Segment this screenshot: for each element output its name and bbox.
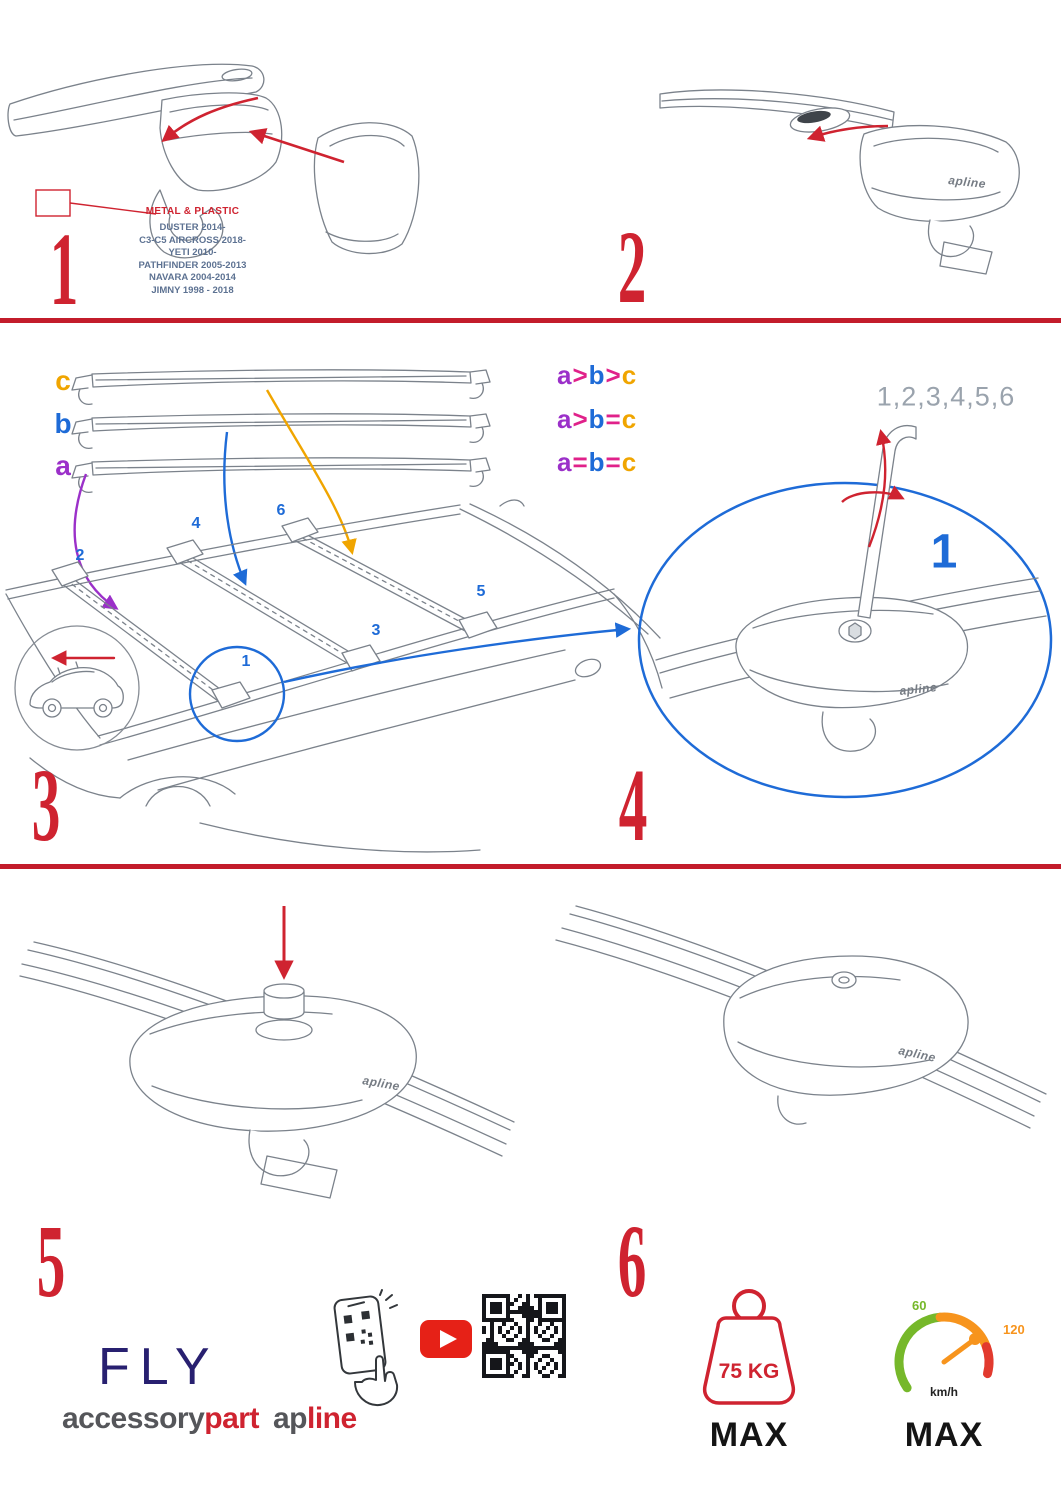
tightening-sequence: 1,2,3,4,5,6 xyxy=(876,381,1016,412)
divider-top xyxy=(0,318,1061,323)
zoom-circle xyxy=(637,481,1053,799)
speedometer-icon: 60 120 km/h xyxy=(882,1290,1025,1408)
hand-icon xyxy=(354,1355,399,1407)
step5-diagram: apline xyxy=(12,872,522,1217)
cover-piece xyxy=(313,122,420,255)
crossbar-foot-exploded-drawing xyxy=(7,63,420,259)
foot-logo-text: apline xyxy=(899,680,938,698)
car-direction-inset xyxy=(14,625,140,751)
step2-diagram: apline xyxy=(648,42,1048,282)
speed-max-value-label: 120 xyxy=(1003,1322,1025,1337)
step4-diagram: apline xyxy=(618,352,1061,857)
speed-unit-label: km/h xyxy=(930,1385,958,1399)
youtube-icon xyxy=(420,1320,472,1358)
position-4: 4 xyxy=(191,515,201,532)
scan-qr-phone-icon xyxy=(322,1289,407,1410)
step-3-number: 3 xyxy=(31,748,61,863)
side-mirror xyxy=(574,658,602,678)
legend-row-1: a>b>c xyxy=(557,360,638,390)
step-5-number: 5 xyxy=(36,1204,66,1319)
step3-diagram xyxy=(0,328,665,873)
step-4-number: 4 xyxy=(618,748,648,863)
legend-row-2: a>b=c xyxy=(557,404,638,434)
foot-logo-text: apline xyxy=(361,1073,401,1093)
speed-min-label: 60 xyxy=(912,1298,926,1313)
gauge-needle xyxy=(941,1336,978,1365)
antenna-fin xyxy=(499,499,525,507)
model-line: C3-C5 AIRCROSS 2018- xyxy=(139,234,246,246)
car-roof-drawing xyxy=(5,499,663,853)
foot-highlight-circle xyxy=(188,645,286,743)
foot-logo-text: apline xyxy=(948,173,987,191)
position-2: 2 xyxy=(75,547,85,564)
qr-modules xyxy=(482,1294,566,1378)
speed-max-label: MAX xyxy=(904,1416,984,1454)
step-6-number: 6 xyxy=(617,1204,647,1319)
step1-diagram xyxy=(0,42,430,312)
zoom-leader-arrow xyxy=(283,622,632,684)
foot-closed-drawing xyxy=(555,905,1047,1129)
model-line: PATHFINDER 2005-2013 xyxy=(138,259,247,271)
bar-end-insert-drawing xyxy=(659,89,1020,275)
model-line: YETI 2010- xyxy=(168,247,217,259)
sequence-highlight: 1 xyxy=(930,525,958,579)
crossbar-a xyxy=(71,457,491,493)
clamp-claw xyxy=(149,189,224,259)
weight-limit-text: 75 KG xyxy=(719,1360,780,1383)
position-3: 3 xyxy=(371,622,381,639)
assembly-arrows xyxy=(161,96,345,164)
size-leader-arrows xyxy=(73,389,357,610)
position-5: 5 xyxy=(476,583,486,600)
product-name: FLY xyxy=(98,1338,220,1396)
allen-key-icon xyxy=(857,425,917,619)
step-2-number: 2 xyxy=(617,210,647,325)
crossbar-c xyxy=(71,369,491,405)
model-line: DUSTER 2014- xyxy=(159,222,226,233)
model-line: NAVARA 2004-2014 xyxy=(149,272,236,284)
step6-diagram: apline xyxy=(532,866,1061,1226)
weight-max-label: MAX xyxy=(709,1416,789,1454)
material-note: METAL & PLASTIC xyxy=(145,206,240,217)
position-6: 6 xyxy=(276,502,286,519)
crossbar-b xyxy=(71,413,491,449)
step-1-number: 1 xyxy=(49,212,79,327)
adjuster-knob xyxy=(263,991,305,1020)
callout-bracket xyxy=(35,189,157,217)
foot-body xyxy=(859,124,1020,222)
position-1: 1 xyxy=(241,653,251,670)
bar-label-c: c xyxy=(55,365,71,396)
model-line: JIMNY 1998 - 2018 xyxy=(151,284,234,296)
bar-label-a: a xyxy=(55,450,71,481)
knob-press-drawing xyxy=(19,941,515,1199)
compatible-models-list: DUSTER 2014- C3-C5 AIRCROSS 2018- YETI 2… xyxy=(80,222,305,297)
bar-label-b: b xyxy=(54,408,72,439)
max-weight-icon: 75 KG xyxy=(692,1286,807,1411)
foot-tightening-drawing xyxy=(655,425,1047,752)
legend-row-3: a=b=c xyxy=(557,447,638,477)
turn-arrows xyxy=(841,428,905,548)
qr-code xyxy=(482,1294,566,1378)
insert-arrow xyxy=(806,124,889,142)
divider-bottom xyxy=(0,864,1061,869)
